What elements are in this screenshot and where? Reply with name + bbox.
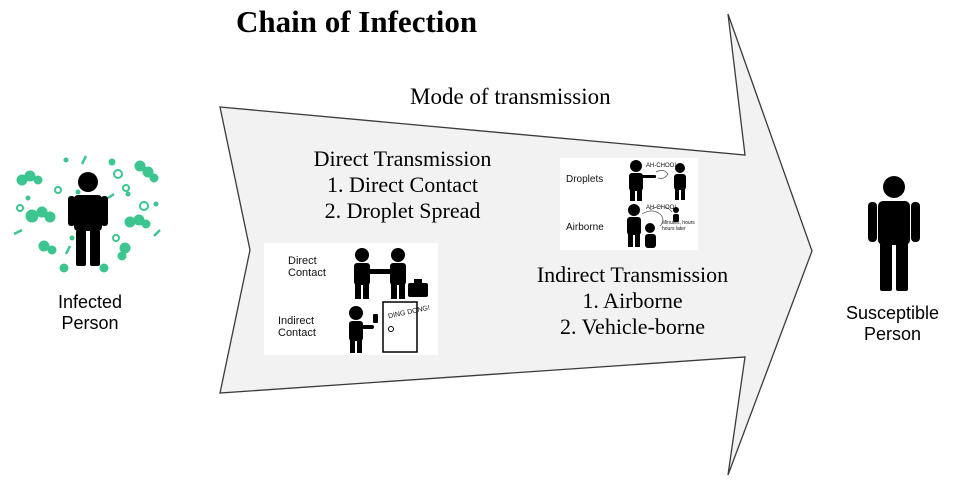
indirect-transmission-block: Indirect Transmission 1. Airborne 2. Veh… (495, 262, 770, 340)
diagram-title: Chain of Infection (236, 4, 478, 39)
airborne-note-line2: hours later (662, 226, 686, 232)
susceptible-person-label: Susceptible Person (825, 303, 960, 345)
airborne-label: Airborne (566, 222, 604, 233)
direct-transmission-block: Direct Transmission 1. Direct Contact 2.… (270, 146, 535, 224)
infected-person-icon (13, 155, 161, 273)
infected-person-label: Infected Person (20, 292, 160, 334)
direct-contact-label-line2: Contact (288, 267, 326, 279)
indirect-contact-label-line1: Indirect (278, 315, 315, 327)
mode-of-transmission-label: Mode of transmission (410, 84, 611, 109)
airborne-note: Minutes, hours hours later (662, 220, 695, 232)
indirect-contact-label: Indirect Contact (278, 315, 316, 339)
direct-item-1: 1. Direct Contact (327, 172, 478, 197)
indirect-transmission-heading: Indirect Transmission (536, 262, 729, 287)
direct-transmission-heading: Direct Transmission (313, 146, 492, 171)
susceptible-person-icon (868, 176, 920, 291)
direct-contact-label-line1: Direct (288, 255, 317, 267)
sneeze-text-1: AH-CHOO! (646, 163, 676, 169)
infected-label-line2: Person (61, 313, 119, 333)
droplets-label: Droplets (566, 174, 604, 185)
direct-item-2: 2. Droplet Spread (324, 198, 481, 223)
airborne-illustration-panel: Droplets Airborne AH-CHOO! AH-CHOO! Minu… (560, 158, 698, 250)
infected-label-line1: Infected (57, 292, 123, 312)
susceptible-label-line2: Person (863, 324, 922, 344)
contact-figures-icon (349, 248, 428, 353)
airborne-note-line1: Minutes, hours (662, 220, 695, 226)
indirect-contact-label-line2: Contact (278, 327, 316, 339)
susceptible-label-line1: Susceptible (845, 303, 940, 323)
indirect-item-2: 2. Vehicle-borne (560, 314, 705, 339)
indirect-item-1: 1. Airborne (582, 288, 683, 313)
direct-contact-label: Direct Contact (288, 255, 326, 279)
contact-illustration-panel: Direct Contact Indirect Contact (264, 243, 438, 355)
sneeze-text-2: AH-CHOO! (646, 205, 676, 211)
sneeze-figures-icon (627, 160, 686, 248)
